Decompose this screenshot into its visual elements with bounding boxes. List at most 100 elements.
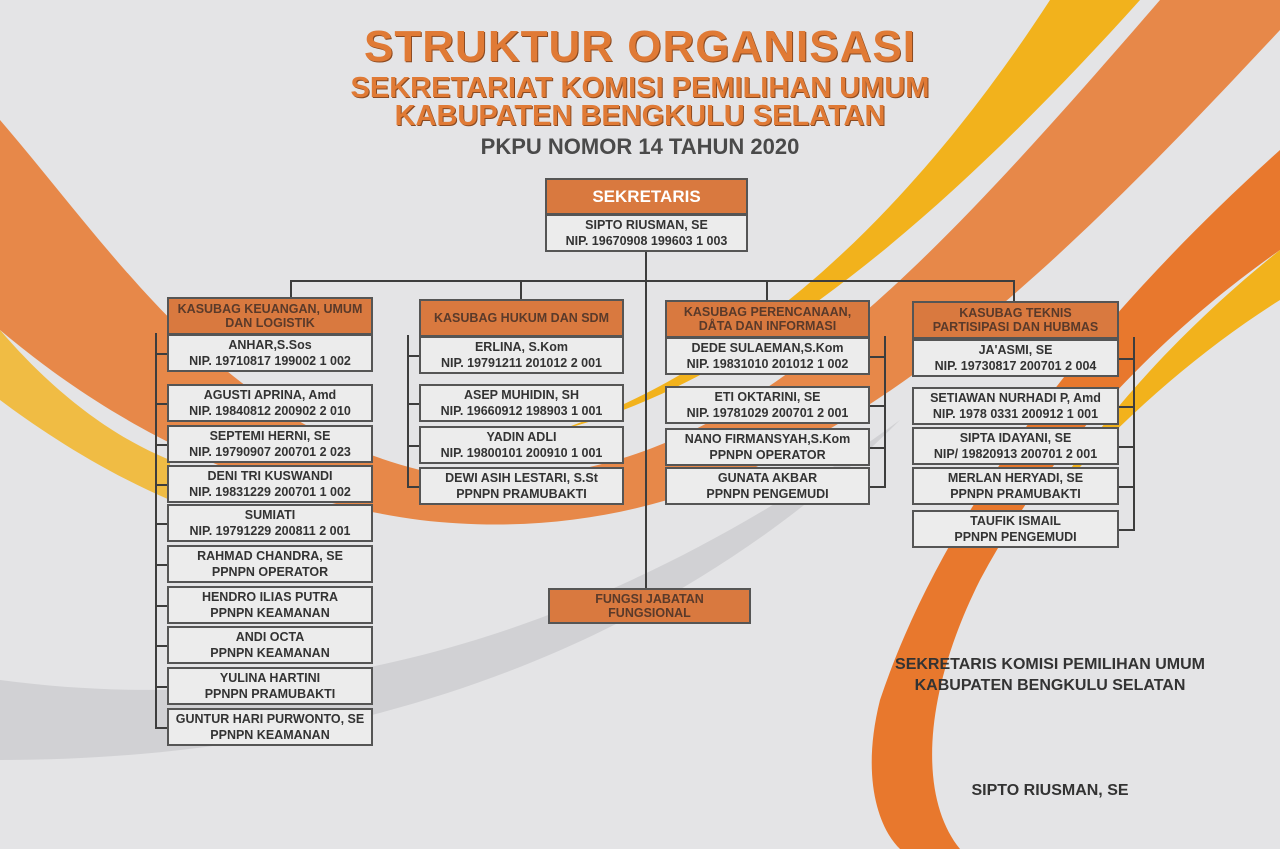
subtitle-secretariat: SEKRETARIAT KOMISI PEMILIHAN UMUM	[350, 72, 930, 104]
member-name: SIPTA IDAYANI, SE	[959, 431, 1072, 445]
unit-bracket-line	[884, 336, 886, 487]
bracket-tick	[155, 403, 167, 405]
member-name: SETIAWAN NURHADI P, Amd	[930, 391, 1101, 405]
member-detail: NIP. 19791211 201012 2 001	[440, 356, 603, 370]
bracket-tick	[155, 523, 167, 525]
sekretaris-box: SIPTO RIUSMAN, SE NIP. 19670908 199603 1…	[545, 214, 748, 252]
sekretaris-title: SEKRETARIS	[545, 178, 748, 215]
bracket-tick	[155, 444, 167, 446]
connector-drop	[766, 280, 768, 301]
bracket-tick	[155, 645, 167, 647]
member-box: SIPTA IDAYANI, SE NIP/ 19820913 200701 2 …	[912, 427, 1119, 465]
bracket-tick	[155, 686, 167, 688]
connector-drop	[1013, 280, 1015, 302]
unit-header: KASUBAG KEUANGAN, UMUM DAN LOGISTIK	[167, 297, 373, 335]
unit-bracket-line	[1133, 337, 1135, 530]
member-box: SUMIATI NIP. 19791229 200811 2 001	[167, 504, 373, 542]
member-box: GUNTUR HARI PURWONTO, SE PPNPN KEAMANAN	[167, 708, 373, 746]
member-name: NANO FIRMANSYAH,S.Kom	[684, 432, 851, 446]
member-box: YULINA HARTINI PPNPN PRAMUBAKTI	[167, 667, 373, 705]
member-name: DEWI ASIH LESTARI, S.St	[445, 471, 598, 485]
member-name: TAUFIK ISMAIL	[970, 514, 1061, 528]
connector-horizontal	[290, 280, 1015, 282]
connector-drop	[290, 280, 292, 298]
member-detail: NIP. 19781029 200701 2 001	[686, 406, 849, 420]
member-name: GUNATA AKBAR	[717, 471, 818, 485]
bracket-tick	[1119, 486, 1135, 488]
bracket-tick	[155, 564, 167, 566]
unit-header: KASUBAG HUKUM DAN SDM	[419, 299, 624, 337]
sekretaris-nip: NIP. 19670908 199603 1 003	[565, 234, 728, 248]
member-box: SEPTEMI HERNI, SE NIP. 19790907 200701 2 …	[167, 425, 373, 463]
member-detail: NIP. 19800101 200910 1 001	[440, 446, 603, 460]
member-name: ANDI OCTA	[235, 630, 305, 644]
member-detail: PPNPN KEAMANAN	[210, 606, 330, 620]
footer-line1: SEKRETARIS KOMISI PEMILIHAN UMUM	[895, 656, 1205, 673]
unit-header: KASUBAG PERENCANAAN, DÅTA DAN INFORMASI	[665, 300, 870, 338]
bracket-tick	[155, 727, 167, 729]
member-name: AGUSTI APRINA, Amd	[203, 388, 337, 402]
member-name: GUNTUR HARI PURWONTO, SE	[175, 712, 365, 726]
member-detail: PPNPN PRAMUBAKTI	[950, 487, 1081, 501]
unit-bracket-line	[155, 333, 157, 728]
bracket-tick	[1119, 529, 1135, 531]
unit-bracket-line	[407, 335, 409, 487]
bracket-tick	[1119, 446, 1135, 448]
member-detail: PPNPN OPERATOR	[211, 565, 329, 579]
bracket-tick	[155, 353, 167, 355]
fungsional-box: FUNGSI JABATAN FUNGSIONAL	[548, 588, 751, 624]
footer-signatory: SIPTO RIUSMAN, SE	[971, 782, 1129, 799]
member-detail: NIP. 19831010 201012 1 002	[686, 357, 849, 371]
member-detail: NIP. 19791229 200811 2 001	[189, 524, 351, 538]
footer-line2: KABUPATEN BENGKULU SELATAN	[914, 677, 1186, 694]
member-name: YULINA HARTINI	[219, 671, 321, 685]
member-box: GUNATA AKBAR PPNPN PENGEMUDI	[665, 467, 870, 505]
member-box: RAHMAD CHANDRA, SE PPNPN OPERATOR	[167, 545, 373, 583]
member-detail: NIP. 19730817 200701 2 004	[934, 359, 1097, 373]
member-detail: PPNPN OPERATOR	[709, 448, 826, 462]
member-detail: NIP. 19710817 199002 1 002	[189, 354, 351, 368]
member-detail: NIP. 19790907 200701 2 023	[189, 445, 351, 459]
bracket-tick	[155, 484, 167, 486]
bracket-tick	[870, 486, 886, 488]
sekretaris-name: SIPTO RIUSMAN, SE	[585, 218, 708, 232]
member-name: ERLINA, S.Kom	[474, 340, 569, 354]
member-detail: PPNPN PRAMUBAKTI	[204, 687, 336, 701]
bracket-tick	[407, 403, 419, 405]
member-name: DEDE SULAEMAN,S.Kom	[691, 341, 844, 355]
member-detail: NIP. 19660912 198903 1 001	[440, 404, 603, 418]
member-detail: PPNPN KEAMANAN	[210, 728, 330, 742]
member-name: SEPTEMI HERNI, SE	[209, 429, 331, 443]
member-detail: NIP/ 19820913 200701 2 001	[933, 447, 1098, 461]
page-title: STRUKTUR ORGANISASI	[364, 22, 916, 71]
bracket-tick	[155, 605, 167, 607]
bracket-tick	[1119, 406, 1135, 408]
regulation-label: PKPU NOMOR 14 TAHUN 2020	[480, 134, 800, 159]
unit-header: KASUBAG TEKNIS PARTISIPASI DAN HUBMAS	[912, 301, 1119, 339]
member-detail: NIP. 19840812 200902 2 010	[189, 404, 351, 418]
member-detail: NIP. 19831229 200701 1 002	[189, 485, 351, 499]
bracket-tick	[407, 486, 419, 488]
bracket-tick	[407, 445, 419, 447]
member-name: RAHMAD CHANDRA, SE	[197, 549, 343, 563]
member-name: SUMIATI	[244, 508, 296, 522]
member-name: JA'ASMI, SE	[978, 343, 1053, 357]
member-name: HENDRO ILIAS PUTRA	[201, 590, 339, 604]
member-detail: PPNPN PRAMUBAKTI	[456, 487, 587, 501]
member-detail: PPNPN PENGEMUDI	[706, 487, 829, 501]
member-name: ANHAR,S.Sos	[228, 338, 312, 352]
connector-main-vertical	[645, 252, 647, 588]
member-detail: NIP. 1978 0331 200912 1 001	[932, 407, 1099, 421]
